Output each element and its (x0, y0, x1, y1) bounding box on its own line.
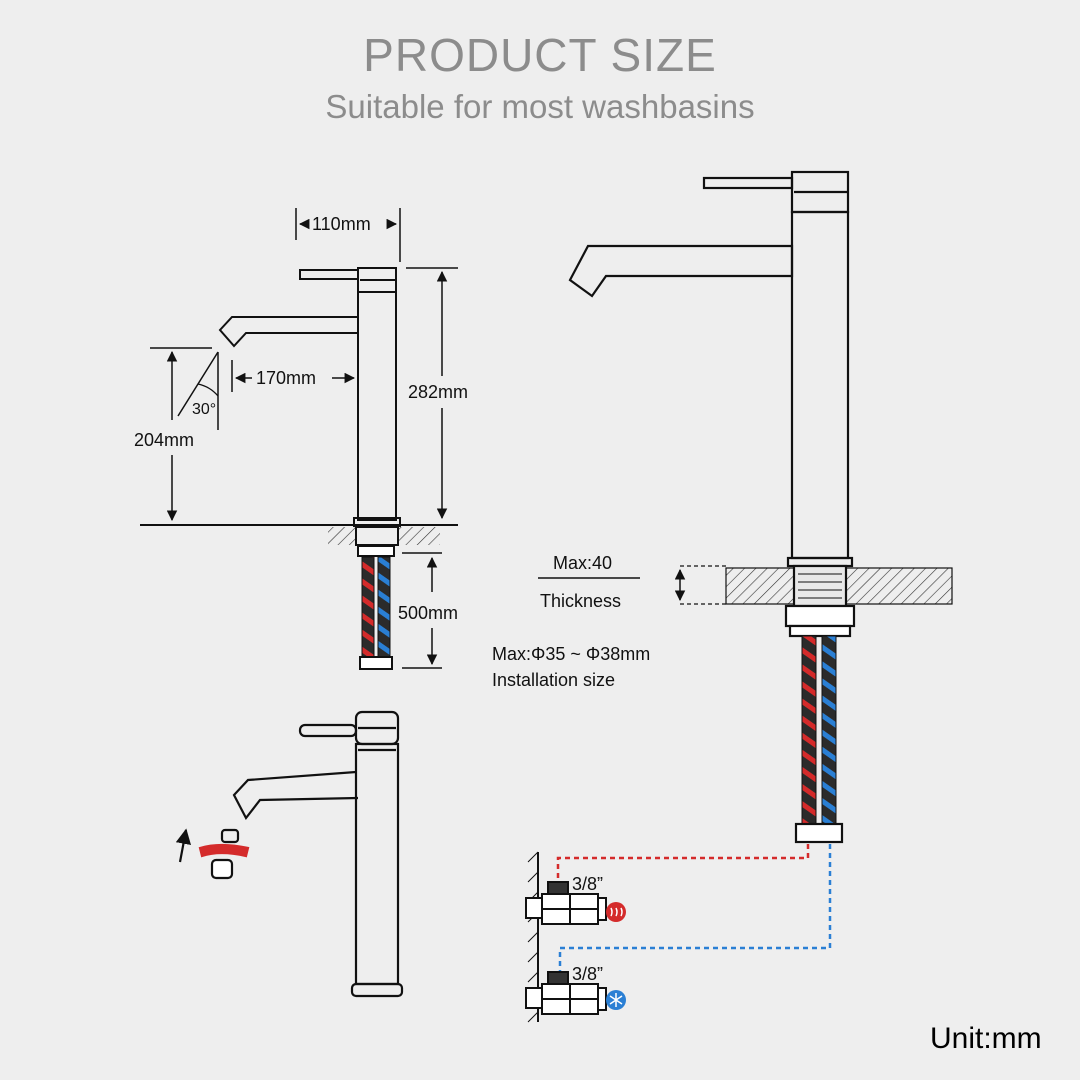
faucet-lever (299, 269, 359, 280)
faucet-body (357, 291, 397, 521)
cold-valve-size: 3/8” (572, 964, 603, 984)
large-faucet-spout (568, 244, 794, 298)
cold-angle-valve (525, 971, 607, 1015)
cold-supply-line (558, 844, 832, 978)
thickness-label: Thickness (540, 591, 621, 611)
width-label: 110mm (312, 214, 371, 234)
hot-valve-size: 3/8” (572, 874, 603, 894)
thickness-value: Max:40 (553, 553, 612, 573)
page-subtitle: Suitable for most washbasins (325, 88, 755, 125)
clearance-label: 204mm (134, 430, 194, 450)
aerator-washer (198, 843, 250, 858)
hot-supply-line (556, 844, 810, 888)
angle-label: 30° (192, 401, 216, 418)
aerator-drawing (175, 710, 404, 998)
hose-length-label: 500mm (398, 603, 458, 623)
spout-length-label: 170mm (256, 368, 316, 388)
large-faucet-body (790, 210, 850, 560)
unit-label: Unit:mm (930, 1022, 1042, 1055)
faucet-spout (218, 316, 359, 348)
hole-size-label: Installation size (492, 670, 615, 690)
hot-icon (606, 902, 626, 922)
dimension-drawing (140, 208, 458, 670)
height-label: 282mm (408, 382, 468, 402)
hot-angle-valve (525, 881, 607, 925)
page-title: PRODUCT SIZE (363, 29, 717, 81)
installation-drawing (538, 170, 953, 844)
large-faucet-lever (702, 176, 794, 190)
hole-size-value: Max:Φ35 ~ Φ38mm (492, 644, 650, 664)
